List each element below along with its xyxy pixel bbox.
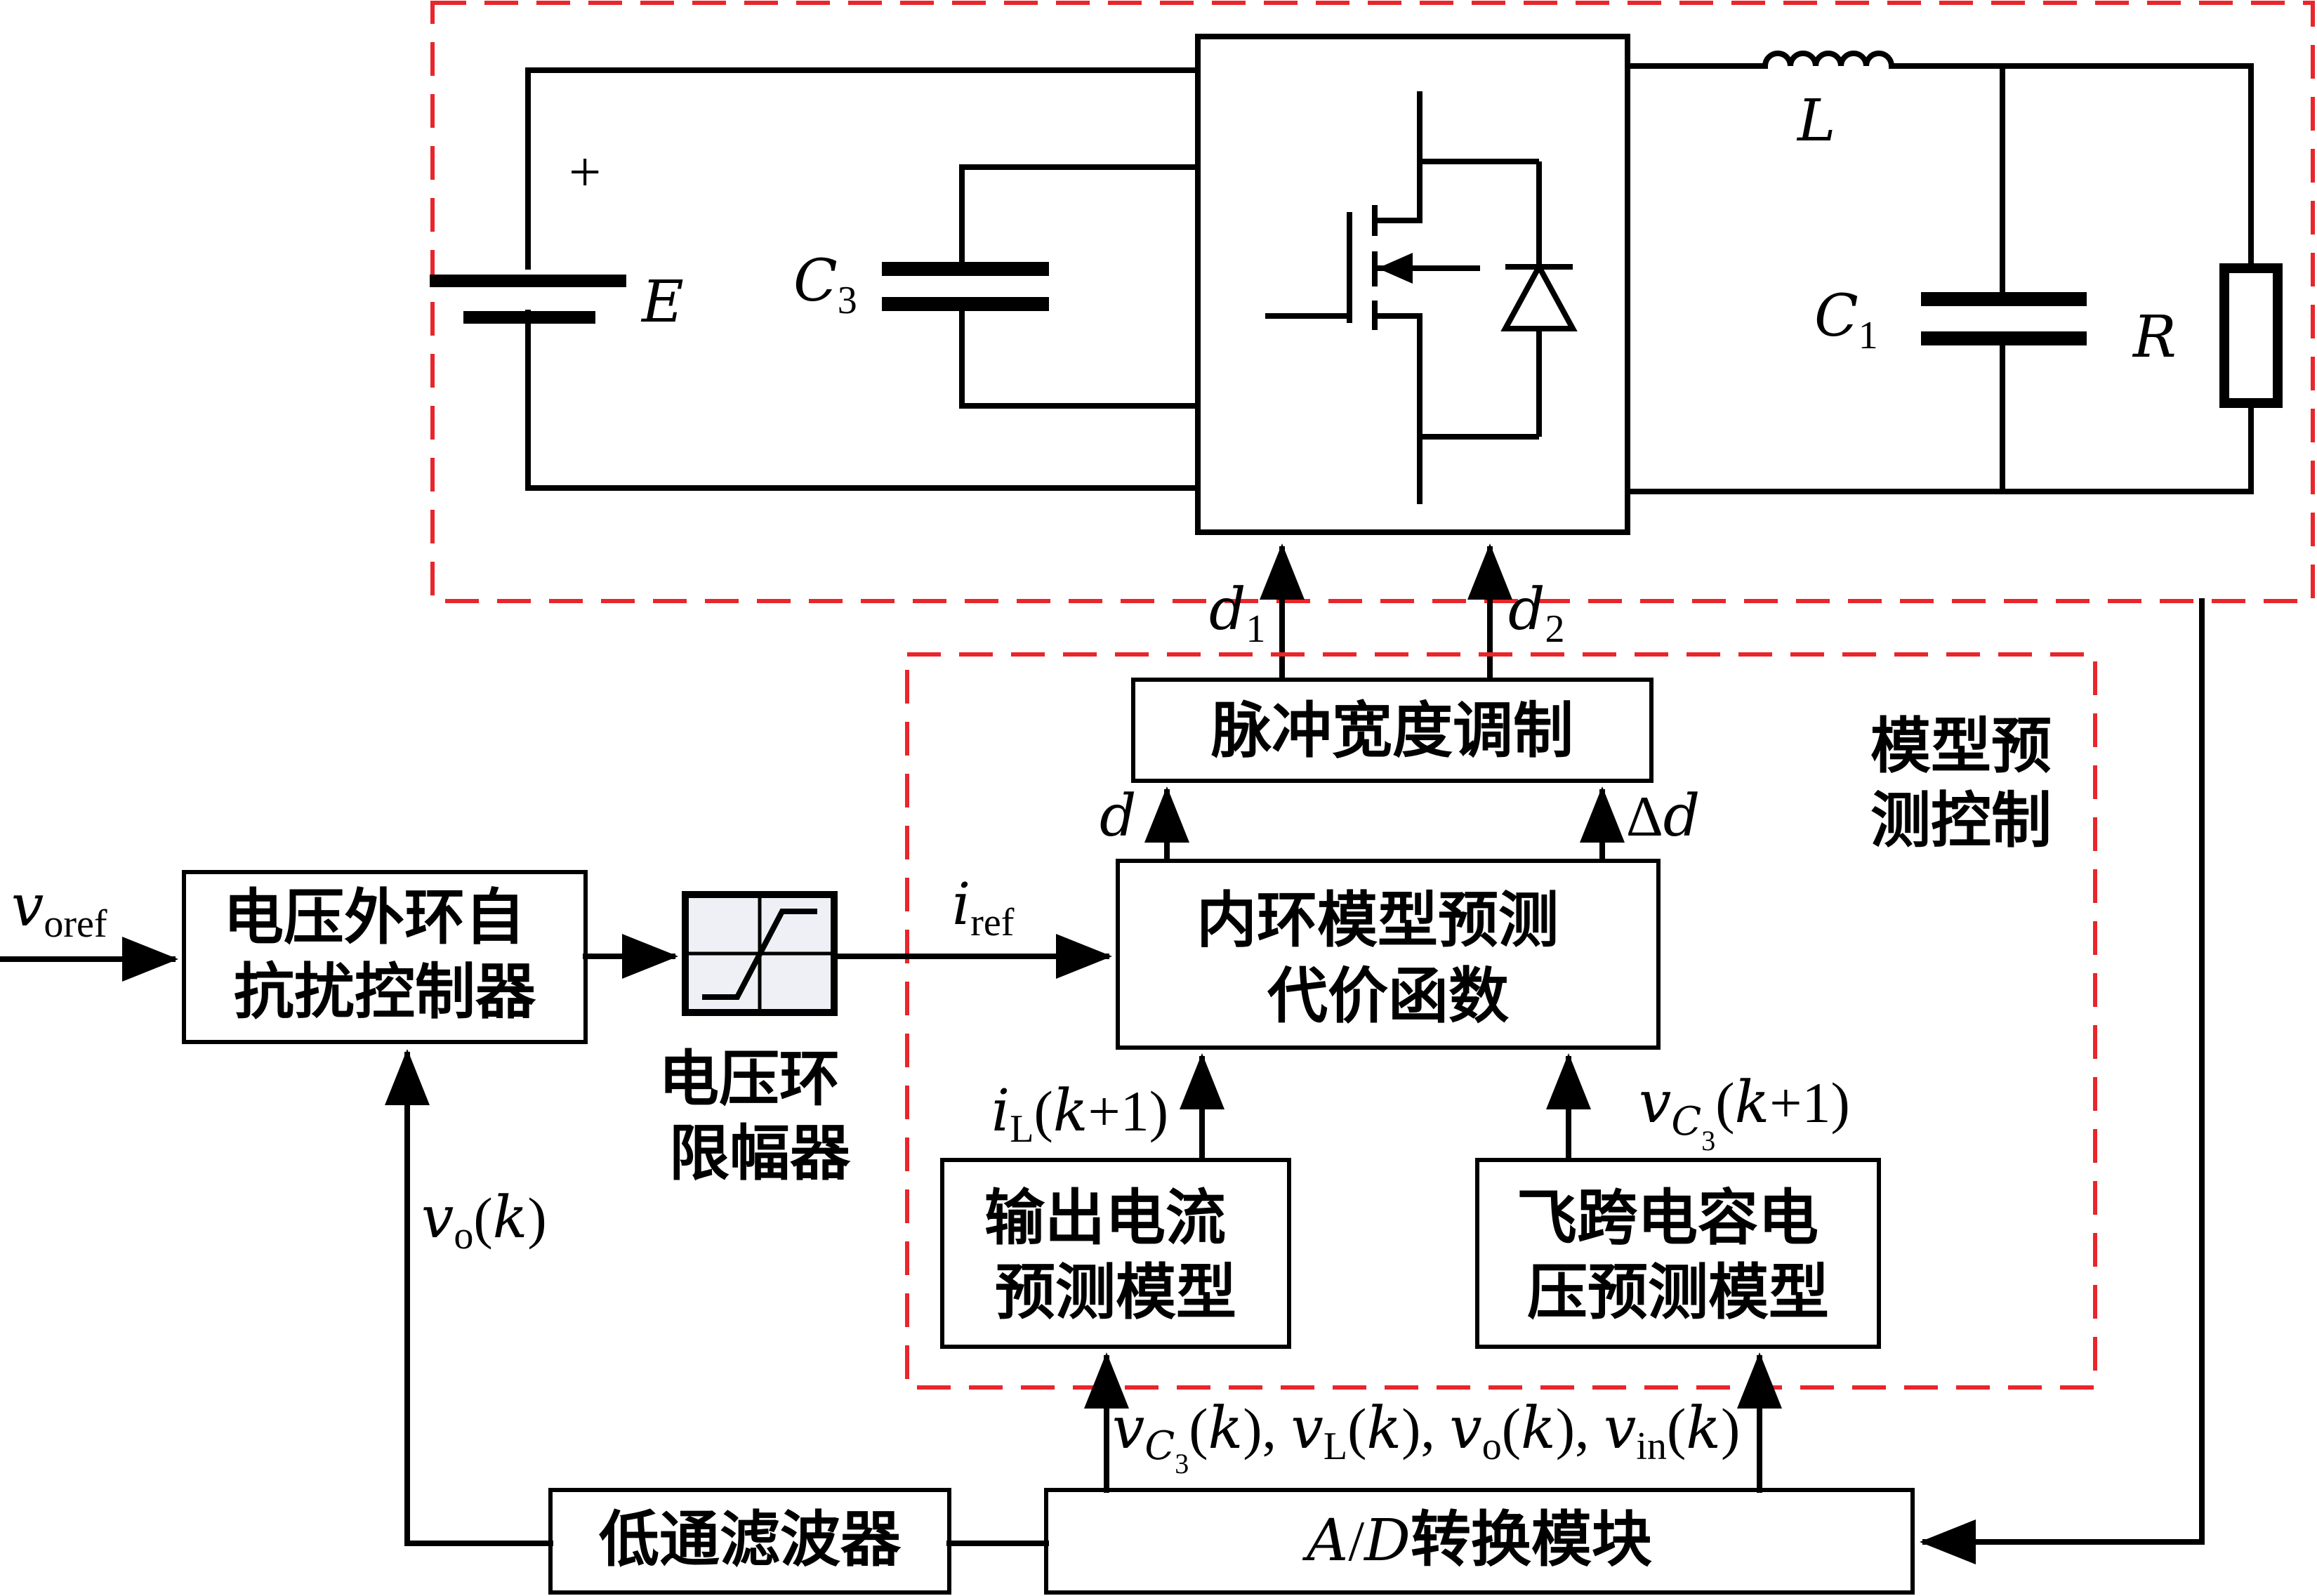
current-model-block	[940, 1158, 1291, 1349]
pwm-block	[1131, 678, 1653, 783]
outer-loop-controller-block	[182, 870, 588, 1044]
load-resistor	[2219, 263, 2283, 408]
current-model-label: 输出电流 预测模型	[984, 1183, 1247, 1328]
outer-loop-controller-label: 电压外环自 抗扰控制器	[223, 883, 546, 1027]
cost-function-label: 内环模型预测 代价函数	[1196, 885, 1580, 1031]
flying-cap-model-label: 飞跨电容电 压预测模型	[1517, 1183, 1840, 1328]
source-label: E	[640, 269, 684, 336]
vo-label: vo(k)	[421, 1185, 547, 1258]
d2-label: d2	[1508, 576, 1565, 651]
measured-signals-label: vC3(k), vL(k), vo(k), vin(k)	[1112, 1395, 1740, 1479]
load-label: R	[2132, 304, 2177, 371]
d1-label: d1	[1209, 576, 1266, 651]
switch-module	[1195, 34, 1630, 535]
inductor-coil	[1762, 51, 1894, 67]
d-label: d	[1100, 783, 1137, 850]
power-stage-dashed-border	[430, 1, 2315, 603]
vo-feedback-arrow	[385, 1049, 553, 1546]
cost-function-block	[1116, 859, 1661, 1050]
wire-source-top	[525, 67, 1201, 270]
wire-output-top	[1889, 63, 2254, 271]
diode-symbol	[1500, 260, 1578, 331]
pwm-label: 脉冲宽度调制	[1211, 696, 1573, 766]
mpc-dashed-border	[905, 652, 2097, 1390]
wire-c3-bottom	[959, 301, 1201, 409]
delta-d-label: Δd	[1626, 783, 1700, 850]
wire-c3-top	[959, 164, 1201, 272]
c3-label: C3	[793, 248, 857, 322]
mpc-label: 模型预 测控制	[1870, 711, 2073, 856]
voref-label: voref	[11, 873, 107, 946]
vc3-next-label: vC3(k+1)	[1639, 1069, 1850, 1156]
iref-label: iref	[952, 871, 1015, 944]
il-next-label: iL(k+1)	[991, 1078, 1168, 1151]
wire-feedback-to-adc	[1920, 598, 2205, 1564]
adc-label: A/D转换模块	[1302, 1505, 1652, 1575]
inductor-label: L	[1796, 88, 1835, 154]
voltage-limiter-block	[682, 891, 838, 1016]
wire-source-bottom	[525, 310, 1201, 491]
low-pass-filter-label: 低通滤波器	[599, 1505, 902, 1575]
c1-label: C1	[1814, 283, 1878, 357]
voltage-limiter-label: 电压环 限幅器	[659, 1044, 861, 1189]
flying-cap-model-block	[1475, 1158, 1881, 1349]
mosfet-arrow	[1378, 253, 1413, 284]
source-plus-sign: +	[569, 140, 601, 204]
